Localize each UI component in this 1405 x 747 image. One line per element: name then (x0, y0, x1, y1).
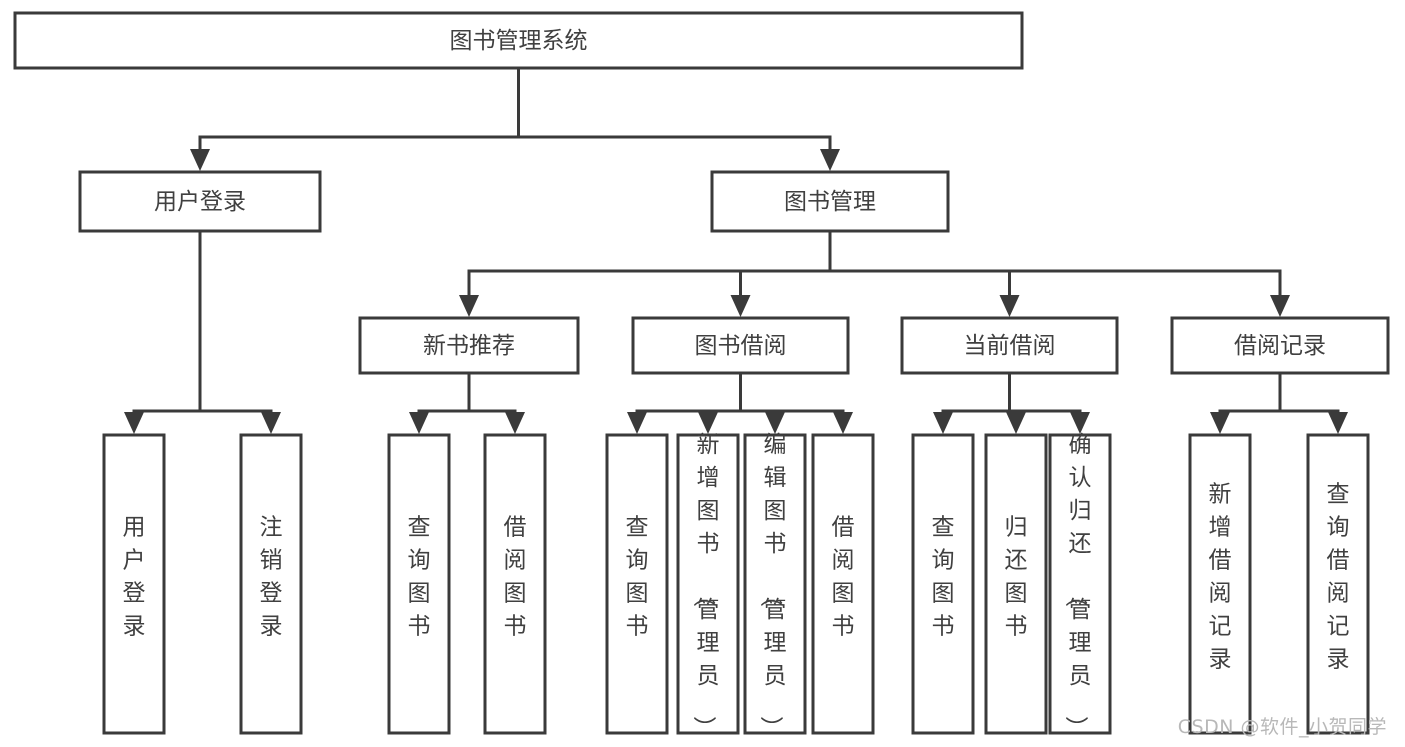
node-box[interactable] (102, 433, 166, 735)
book-mgmt-arrow-1 (730, 295, 751, 317)
l3-1-arrow-2 (765, 412, 785, 434)
node-box[interactable] (900, 316, 1119, 375)
node-box[interactable] (676, 433, 740, 735)
node-label: 查询图书 (626, 515, 649, 640)
node-box[interactable] (387, 433, 451, 735)
node-box[interactable] (811, 433, 875, 735)
node-box[interactable] (984, 433, 1048, 735)
node-leaf-2[interactable]: 查询图书 (387, 433, 451, 735)
node-level3-2[interactable]: 当前借阅 (900, 316, 1119, 375)
l3-0-arrow-0 (409, 412, 429, 434)
node-box[interactable] (1048, 433, 1112, 735)
user-login-arrow-1 (261, 412, 281, 434)
book-mgmt-arrow-3 (1270, 295, 1290, 317)
node-label: 新增借阅记录 (1209, 482, 1232, 673)
l3-1-arrow-0 (627, 412, 647, 434)
node-box[interactable] (358, 316, 580, 375)
node-label: 用户登录 (123, 515, 146, 640)
node-label: 借阅图书 (832, 515, 855, 640)
node-box[interactable] (239, 433, 303, 735)
node-box[interactable] (743, 433, 807, 735)
node-box[interactable] (13, 11, 1024, 70)
node-label: 借阅图书 (504, 515, 527, 640)
root-arrow-0 (190, 149, 210, 171)
book-mgmt-arrow-2 (999, 295, 1020, 317)
node-level2-0[interactable]: 用户登录 (78, 170, 322, 233)
node-label: 注销登录 (260, 515, 283, 640)
node-box[interactable] (911, 433, 975, 735)
node-leaf-4[interactable]: 查询图书 (605, 433, 669, 735)
node-leaf-3[interactable]: 借阅图书 (483, 433, 547, 735)
node-box[interactable] (605, 433, 669, 735)
node-leaf-0[interactable]: 用户登录 (102, 433, 166, 735)
node-level2-1[interactable]: 图书管理 (710, 170, 950, 233)
node-box[interactable] (78, 170, 322, 233)
node-leaf-10[interactable]: 确认归还（管理员） (1048, 432, 1112, 739)
node-label: 查询图书 (408, 515, 431, 640)
l3-3-arrow-0 (1210, 412, 1230, 434)
node-leaf-1[interactable]: 注销登录 (239, 433, 303, 735)
node-label: 借阅记录 (1234, 333, 1326, 359)
l3-1-arrow-1 (698, 412, 718, 434)
node-label: 图书管理系统 (450, 28, 588, 54)
node-label: 查询图书 (932, 515, 955, 640)
node-label: 图书管理 (784, 189, 876, 215)
node-label: 用户登录 (154, 189, 246, 215)
node-label: 新书推荐 (423, 333, 515, 359)
node-level3-0[interactable]: 新书推荐 (358, 316, 580, 375)
node-box[interactable] (631, 316, 850, 375)
node-leaf-6[interactable]: 编辑图书（管理员） (743, 432, 807, 739)
node-leaf-11[interactable]: 新增借阅记录 (1188, 433, 1252, 735)
node-label: 查询借阅记录 (1327, 482, 1350, 673)
node-layer: 图书管理系统用户登录图书管理新书推荐图书借阅当前借阅借阅记录用户登录注销登录查询… (13, 11, 1390, 739)
node-label: 归还图书 (1005, 515, 1028, 640)
node-level3-1[interactable]: 图书借阅 (631, 316, 850, 375)
node-leaf-12[interactable]: 查询借阅记录 (1306, 433, 1370, 735)
node-box[interactable] (1306, 433, 1370, 735)
node-label: 编辑图书（管理员） (758, 432, 787, 739)
l3-3-arrow-1 (1328, 412, 1348, 434)
node-leaf-7[interactable]: 借阅图书 (811, 433, 875, 735)
node-label: 确认归还（管理员） (1063, 432, 1092, 739)
l3-1-arrow-3 (833, 412, 853, 434)
node-label: 当前借阅 (964, 333, 1056, 359)
book-mgmt-arrow-0 (459, 295, 479, 317)
root-arrow-1 (820, 149, 840, 171)
node-leaf-5[interactable]: 新增图书（管理员） (676, 432, 740, 739)
l3-0-arrow-1 (505, 412, 525, 434)
node-root-0[interactable]: 图书管理系统 (13, 11, 1024, 70)
node-level3-3[interactable]: 借阅记录 (1170, 316, 1390, 375)
node-box[interactable] (483, 433, 547, 735)
node-box[interactable] (1170, 316, 1390, 375)
user-login-arrow-0 (124, 412, 144, 434)
l3-2-arrow-2 (1070, 412, 1090, 434)
node-label: 图书借阅 (695, 333, 787, 359)
node-leaf-9[interactable]: 归还图书 (984, 433, 1048, 735)
node-label: 新增图书（管理员） (691, 432, 720, 739)
node-leaf-8[interactable]: 查询图书 (911, 433, 975, 735)
node-box[interactable] (710, 170, 950, 233)
l3-2-arrow-0 (933, 412, 953, 434)
l3-2-arrow-1 (1006, 412, 1026, 434)
connector-layer (124, 66, 1348, 434)
node-box[interactable] (1188, 433, 1252, 735)
